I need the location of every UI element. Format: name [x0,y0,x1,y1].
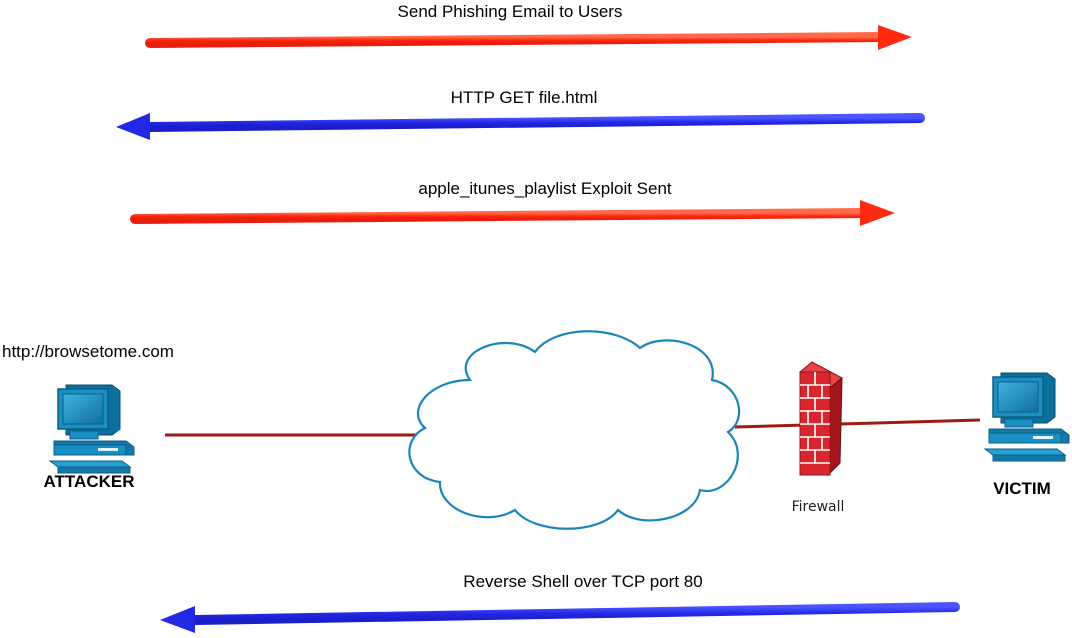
flow-arrow-reverse-shell [160,602,960,633]
firewall-icon [799,361,843,477]
flow-label-http-get: HTTP GET file.html [451,88,598,107]
flow-label-exploit: apple_itunes_playlist Exploit Sent [418,179,672,198]
victim-label: VICTIM [993,479,1051,498]
flow-arrow-exploit [130,200,895,226]
flow-arrow-http-get [116,113,925,140]
attacker-label: ATTACKER [44,472,135,491]
link-cloud-firewall [734,423,806,429]
flow-label-phishing: Send Phishing Email to Users [398,2,623,21]
link-firewall-victim [839,418,981,426]
victim-workstation-icon [984,372,1070,462]
firewall-label: Firewall [792,499,845,515]
attacker-workstation-icon [49,384,135,474]
flow-label-reverse-shell: Reverse Shell over TCP port 80 [463,572,702,591]
attacker-url: http://browsetome.com [2,342,174,361]
cloud-icon [408,330,741,530]
flow-arrow-phishing [145,25,912,50]
